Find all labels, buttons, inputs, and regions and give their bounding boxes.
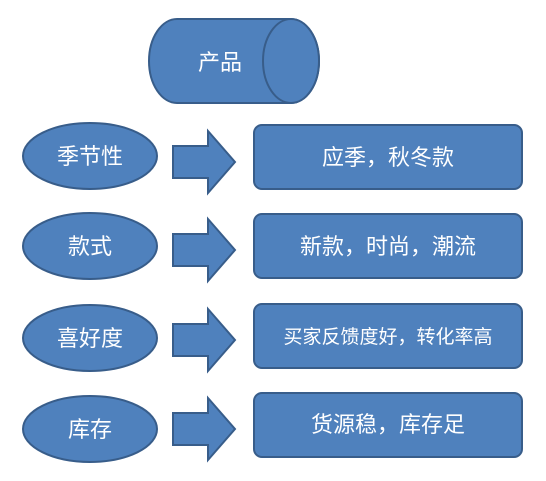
factor-label: 季节性: [57, 145, 123, 170]
factor-ellipse: [22, 212, 158, 280]
product-title: 产品: [198, 51, 242, 76]
row-inventory: 库存 货源稳，库存足: [22, 392, 523, 463]
arrow-icon: [172, 128, 237, 196]
factor-label: 款式: [68, 235, 112, 260]
row-preference: 喜好度 买家反馈度好，转化率高: [22, 303, 523, 374]
description-box: [253, 213, 523, 279]
row-seasonality: 季节性 应季，秋冬款: [22, 122, 523, 196]
description-text: 买家反馈度好，转化率高: [283, 326, 492, 348]
factor-ellipse: [22, 395, 158, 463]
factor-label: 库存: [68, 418, 112, 443]
row-style: 款式 新款，时尚，潮流: [22, 212, 523, 284]
description-box: [253, 124, 523, 190]
product-cylinder: 产品: [148, 18, 320, 104]
description-box: [253, 303, 523, 369]
factor-ellipse: [22, 304, 158, 372]
factor-label: 喜好度: [57, 327, 123, 352]
description-text: 新款，时尚，潮流: [300, 235, 476, 260]
description-text: 货源稳，库存足: [311, 413, 465, 438]
factor-ellipse: [22, 122, 158, 190]
arrow-icon: [172, 306, 237, 374]
arrow-icon: [172, 216, 237, 284]
description-box: [253, 392, 523, 458]
description-text: 应季，秋冬款: [322, 146, 454, 171]
arrow-icon: [172, 395, 237, 463]
cylinder-end: [262, 18, 320, 104]
